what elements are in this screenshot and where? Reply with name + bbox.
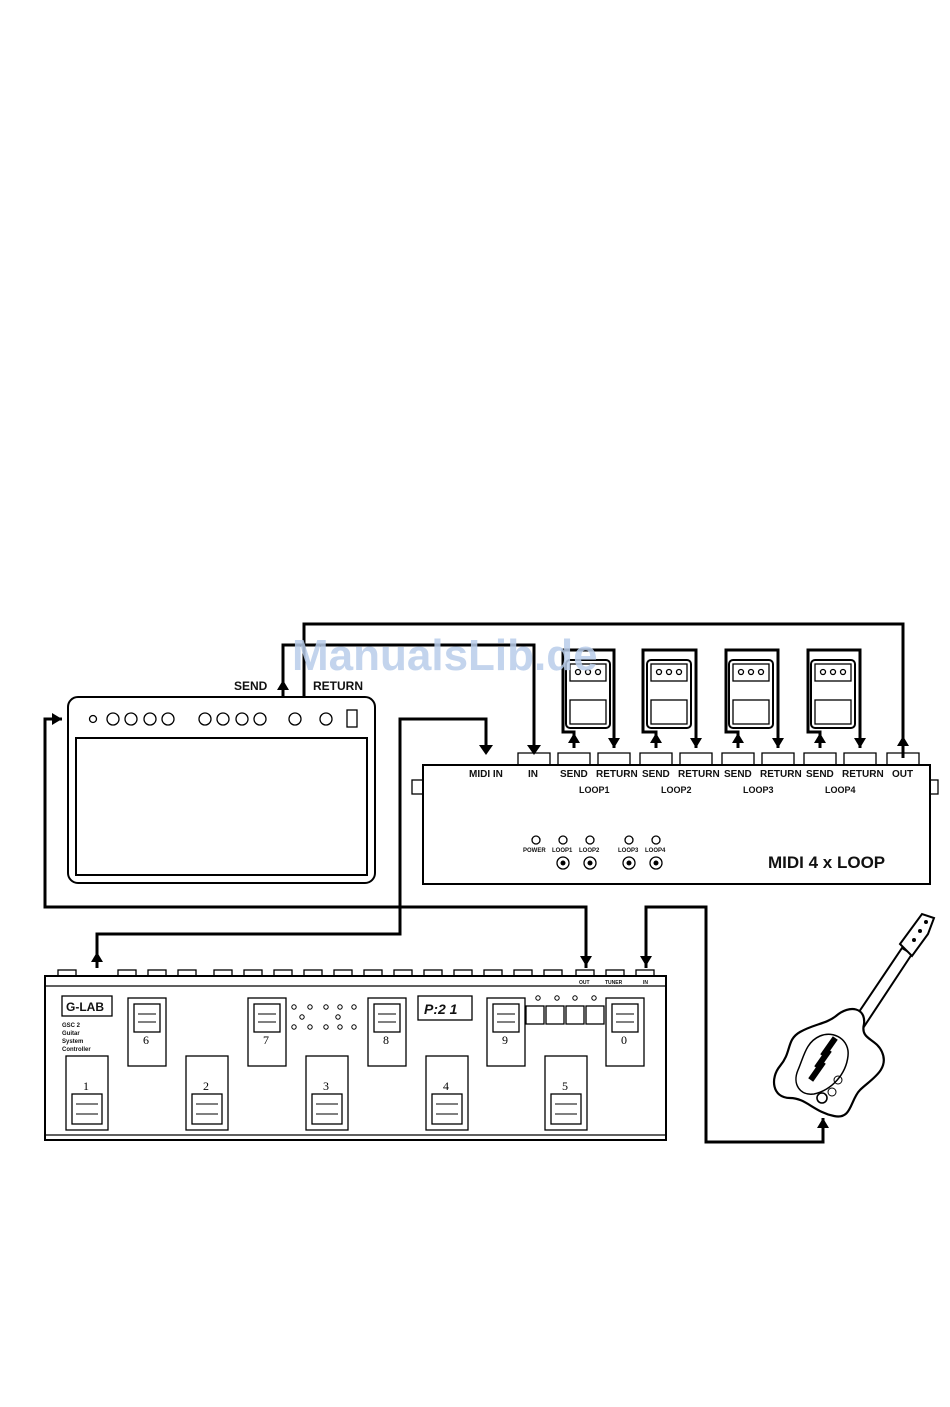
amp-return-label: RETURN <box>313 679 363 693</box>
display-value: P:2 1 <box>424 1001 458 1017</box>
controller-in-label: IN <box>643 980 648 986</box>
pedal-loop2 <box>647 660 691 728</box>
return2-label: RETURN <box>678 769 720 780</box>
arrow-down-controller-in <box>640 956 652 966</box>
unit-title: MIDI 4 x LOOP <box>768 853 885 872</box>
arrow-down-midi-in <box>479 745 493 755</box>
amp-send-label: SEND <box>234 679 268 693</box>
arrow-up-guitar <box>817 1118 829 1128</box>
loop-switcher-unit: MIDI IN IN SEND RETURN SEND RETURN SEND … <box>412 753 938 884</box>
arrow-right-amp-input <box>52 713 62 725</box>
arrow-up-out <box>897 736 909 746</box>
send2-label: SEND <box>642 769 670 780</box>
loop1-led-label: LOOP1 <box>552 848 573 854</box>
pedal-loop3 <box>729 660 773 728</box>
controller-out-label: OUT <box>579 980 590 986</box>
controller-name-line1: Guitar <box>62 1031 80 1037</box>
effect-pedals <box>566 660 855 728</box>
loop4-group-label: LOOP4 <box>825 785 856 795</box>
controller-model: GSC 2 <box>62 1023 81 1029</box>
footswitch-9-label: 9 <box>502 1033 508 1047</box>
loop4-led-label: LOOP4 <box>645 848 666 854</box>
footswitch-0-label: 0 <box>621 1033 627 1047</box>
footswitch-2-label: 2 <box>203 1079 209 1093</box>
footswitch-1-label: 1 <box>83 1079 89 1093</box>
return3-label: RETURN <box>760 769 802 780</box>
send1-label: SEND <box>560 769 588 780</box>
controller-name-line2: System <box>62 1039 83 1045</box>
controller-name-line3: Controller <box>62 1047 91 1053</box>
send4-label: SEND <box>806 769 834 780</box>
in-label: IN <box>528 769 538 780</box>
footswitch-3-label: 3 <box>323 1079 329 1093</box>
manualslib-watermark: ManualsLib.de <box>292 631 598 680</box>
loop2-led-label: LOOP2 <box>579 848 600 854</box>
footswitch-4-label: 4 <box>443 1079 449 1093</box>
return1-label: RETURN <box>596 769 638 780</box>
loop3-group-label: LOOP3 <box>743 785 774 795</box>
loop3-led-label: LOOP3 <box>618 848 639 854</box>
arrow-down-controller-out <box>580 956 592 966</box>
out-label: OUT <box>892 769 913 780</box>
power-led-label: POWER <box>523 848 546 854</box>
pedal-loop4 <box>811 660 855 728</box>
footswitch-8-label: 8 <box>383 1033 389 1047</box>
electric-guitar-icon <box>774 914 934 1117</box>
footswitch-6-label: 6 <box>143 1033 149 1047</box>
amplifier: SEND RETURN <box>68 679 375 883</box>
footswitch-5-label: 5 <box>562 1079 568 1093</box>
footswitch-7-label: 7 <box>263 1033 269 1047</box>
unit-jacks <box>518 753 919 765</box>
arrow-up-send <box>277 680 289 690</box>
glab-logo: G-LAB <box>66 1000 104 1014</box>
foot-controller: OUT TUNER IN G-LAB GSC 2 Guitar System C… <box>45 970 666 1140</box>
midi-in-label: MIDI IN <box>469 769 503 780</box>
loop1-group-label: LOOP1 <box>579 785 610 795</box>
cable-guitar-to-controller-in <box>646 907 823 1142</box>
loop2-group-label: LOOP2 <box>661 785 692 795</box>
send3-label: SEND <box>724 769 752 780</box>
controller-tuner-label: TUNER <box>605 980 623 986</box>
arrow-up-controller-midi <box>91 952 103 962</box>
return4-label: RETURN <box>842 769 884 780</box>
